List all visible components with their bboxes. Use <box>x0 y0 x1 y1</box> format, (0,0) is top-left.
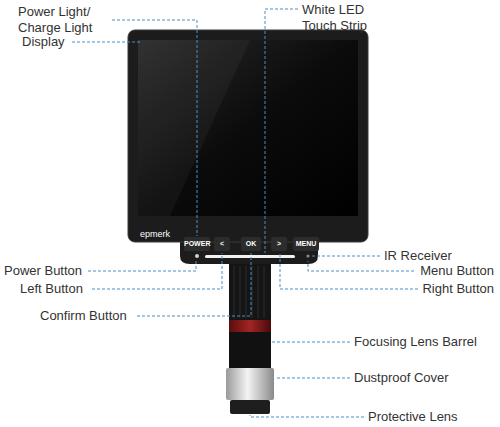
leader-lines <box>72 9 418 417</box>
button-label: < <box>214 239 230 248</box>
button-label: > <box>271 239 287 248</box>
part-label: Dustproof Cover <box>354 370 449 386</box>
button-label: OK <box>241 239 261 248</box>
part-label: Power Light/ Charge Light <box>18 4 118 36</box>
part-label: White LED Touch Strip <box>302 2 394 34</box>
lens-barrel <box>226 264 274 414</box>
part-label: Left Button <box>20 281 83 297</box>
part-label: Right Button <box>422 281 494 297</box>
button-label: POWER <box>184 239 210 248</box>
part-label: Focusing Lens Barrel <box>354 334 477 350</box>
part-label: IR Receiver <box>384 248 452 264</box>
part-label: Protective Lens <box>368 409 458 425</box>
part-label: Display <box>22 34 65 50</box>
button-label: MENU <box>293 239 319 248</box>
part-label: Power Button <box>4 263 82 279</box>
brand-logo: epmerk <box>140 229 180 240</box>
part-label: Confirm Button <box>40 308 127 324</box>
device-body <box>128 30 368 264</box>
part-label: Menu Button <box>420 263 494 279</box>
